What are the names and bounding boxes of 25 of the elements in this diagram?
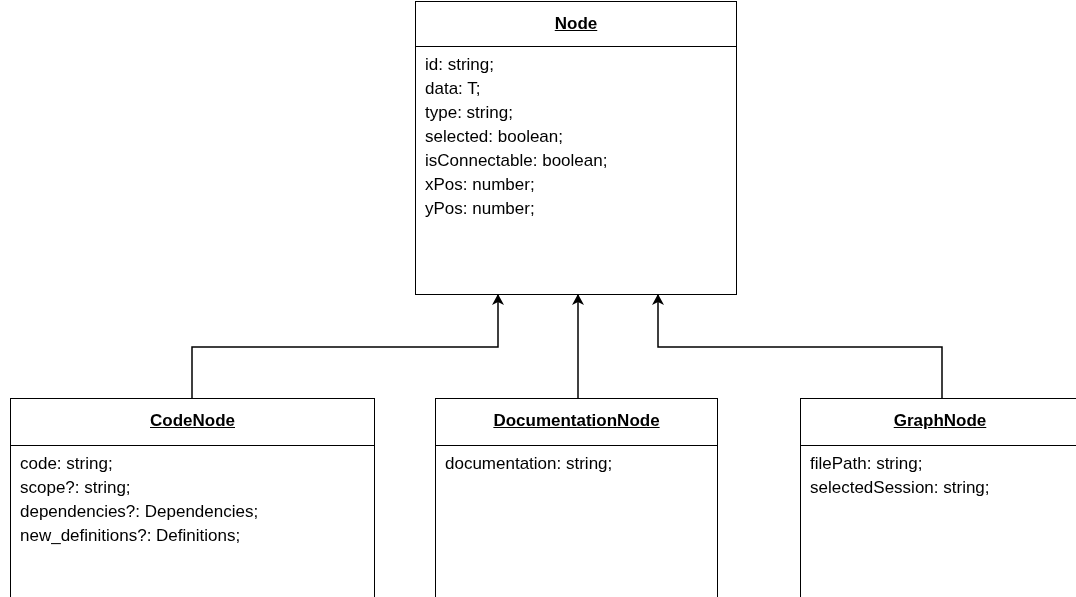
class-name: DocumentationNode <box>492 411 661 431</box>
attribute-text: isConnectable: boolean; <box>425 151 608 171</box>
attribute-text: yPos: number; <box>425 199 535 219</box>
class-box <box>415 1 737 295</box>
attribute-text: id: string; <box>425 55 494 75</box>
class-box <box>800 398 1076 597</box>
attribute-text: type: string; <box>425 103 513 123</box>
attribute-text: new_definitions?: Definitions; <box>20 526 241 546</box>
attribute-text: selected: boolean; <box>425 127 563 147</box>
class-box <box>435 398 718 597</box>
class-name: CodeNode <box>149 411 236 431</box>
class-box <box>10 398 375 597</box>
attribute-text: documentation: string; <box>445 454 613 474</box>
attribute-text: dependencies?: Dependencies; <box>20 502 259 522</box>
inheritance-arrow <box>652 294 943 399</box>
inheritance-arrow <box>191 294 504 399</box>
inheritance-arrow <box>572 294 584 399</box>
attribute-text: filePath: string; <box>810 454 923 474</box>
class-name: Node <box>553 14 599 34</box>
attribute-text: selectedSession: string; <box>810 478 990 498</box>
attribute-text: scope?: string; <box>20 478 131 498</box>
attribute-text: data: T; <box>425 79 481 99</box>
class-name: GraphNode <box>892 411 988 431</box>
attribute-text: code: string; <box>20 454 113 474</box>
attribute-text: xPos: number; <box>425 175 535 195</box>
